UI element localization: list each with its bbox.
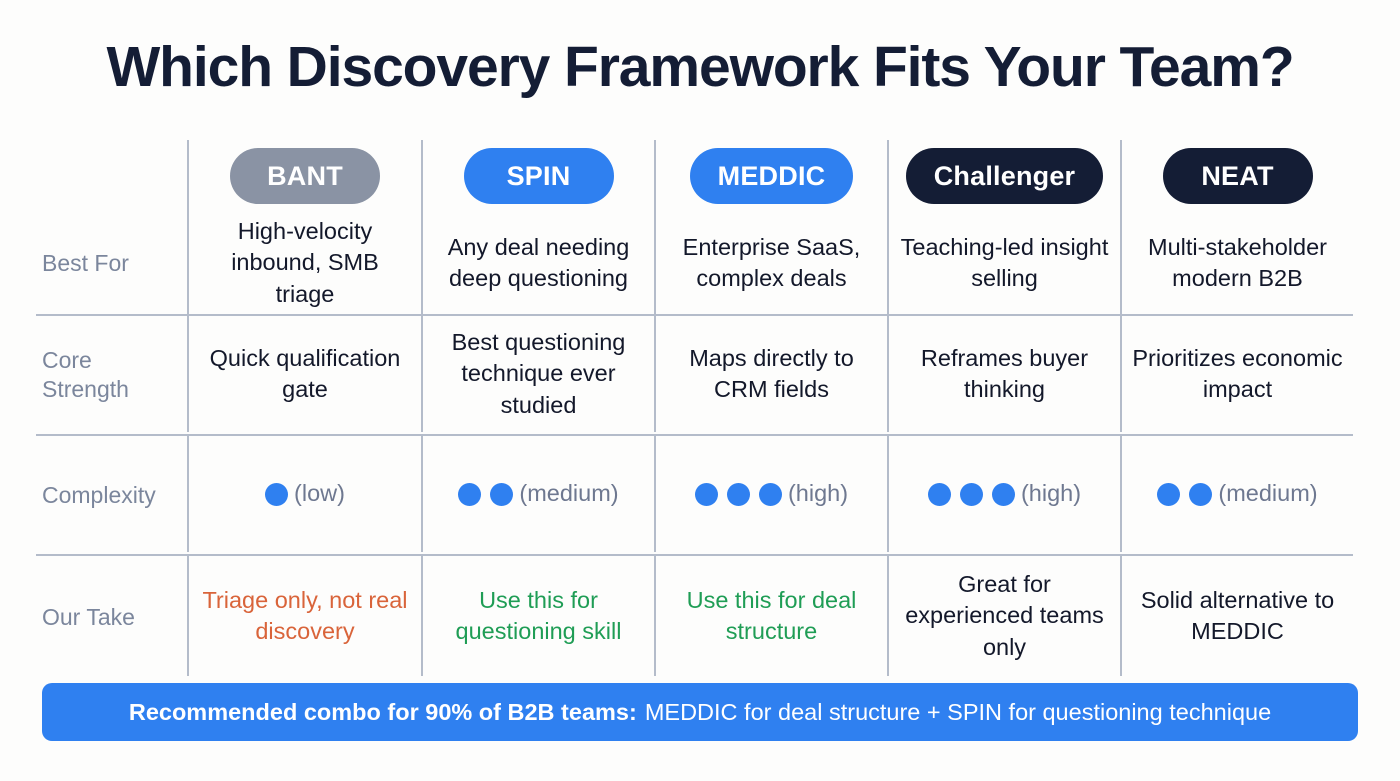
banner-bold-text: Recommended combo for 90% of B2B teams: (128, 698, 637, 725)
complexity-label-challenger: (high) (1020, 480, 1082, 507)
cell-best-for-meddic: Enterprise SaaS, complex deals (654, 212, 887, 314)
header-cell-meddic: MEDDIC (654, 140, 887, 212)
banner-rest-text: MEDDIC for deal structure + SPIN for que… (644, 698, 1272, 725)
complexity-dot (694, 482, 718, 506)
complexity-dot (1157, 482, 1181, 506)
cell-core-strength-bant: Quick qualification gate (187, 314, 421, 432)
complexity-label-bant: (low) (294, 480, 345, 507)
cell-best-for-bant: High-velocity inbound, SMB triage (187, 212, 421, 314)
cell-wrap: Use this for questioning skill (421, 554, 654, 678)
cell-our-take-spin: Use this for questioning skill (421, 554, 654, 676)
row-label-core-strength: Core Strength (42, 347, 129, 402)
complexity-dot (758, 482, 782, 506)
cell-wrap: Multi-stakeholder modern B2B (1120, 212, 1353, 314)
cell-core-strength-challenger: Reframes buyer thinking (887, 314, 1120, 432)
row-label-best-for: Best For (42, 249, 129, 276)
complexity-dot (959, 482, 983, 506)
cell-wrap: Great for experienced teams only (887, 554, 1120, 678)
cell-wrap: (low) (187, 434, 421, 554)
complexity-dot (726, 482, 750, 506)
framework-pill-spin[interactable]: SPIN (463, 148, 614, 204)
cell-best-for-spin: Any deal needing deep questioning (421, 212, 654, 314)
header-cell-spin: SPIN (421, 140, 654, 212)
cell-our-take-challenger: Great for experienced teams only (887, 554, 1120, 676)
cell-our-take-neat: Solid alternative to MEDDIC (1120, 554, 1353, 676)
cell-wrap: Best questioning technique ever studied (421, 314, 654, 434)
cell-wrap: Any deal needing deep questioning (421, 212, 654, 314)
cell-wrap: Reframes buyer thinking (887, 314, 1120, 434)
framework-pill-challenger[interactable]: Challenger (905, 148, 1104, 204)
complexity-dot (1189, 482, 1213, 506)
row-label-core-strength-wrap: Core Strength (36, 314, 187, 434)
header-corner-cell (36, 140, 187, 212)
complexity-dot (458, 482, 482, 506)
cell-wrap: Triage only, not real discovery (187, 554, 421, 678)
complexity-dots-bant (265, 482, 289, 506)
cell-our-take-meddic: Use this for deal structure (654, 554, 887, 676)
complexity-dots-challenger (927, 482, 1015, 506)
complexity-dot (927, 482, 951, 506)
complexity-dots-spin (458, 482, 514, 506)
cell-best-for-challenger: Teaching-led insight selling (887, 212, 1120, 314)
header-cell-bant: BANT (187, 140, 421, 212)
cell-wrap: Use this for deal structure (654, 554, 887, 678)
cell-our-take-bant: Triage only, not real discovery (187, 554, 421, 676)
cell-complexity-spin: (medium) (421, 434, 654, 552)
complexity-label-meddic: (high) (787, 480, 849, 507)
row-label-our-take-wrap: Our Take (36, 554, 187, 678)
cell-wrap: Solid alternative to MEDDIC (1120, 554, 1353, 678)
complexity-dots-meddic (694, 482, 782, 506)
recommendation-banner: Recommended combo for 90% of B2B teams: … (42, 683, 1358, 741)
cell-wrap: Quick qualification gate (187, 314, 421, 434)
row-label-complexity: Complexity (42, 481, 156, 508)
cell-complexity-meddic: (high) (654, 434, 887, 552)
cell-best-for-neat: Multi-stakeholder modern B2B (1120, 212, 1353, 314)
complexity-label-neat: (medium) (1218, 480, 1318, 507)
complexity-label-spin: (medium) (519, 480, 619, 507)
complexity-dot (490, 482, 514, 506)
cell-wrap: High-velocity inbound, SMB triage (187, 212, 421, 314)
cell-wrap: (medium) (421, 434, 654, 554)
cell-core-strength-spin: Best questioning technique ever studied (421, 314, 654, 432)
cell-complexity-neat: (medium) (1120, 434, 1353, 552)
cell-complexity-challenger: (high) (887, 434, 1120, 552)
cell-wrap: Maps directly to CRM fields (654, 314, 887, 434)
cell-core-strength-neat: Prioritizes economic impact (1120, 314, 1353, 432)
row-label-best-for-wrap: Best For (36, 212, 187, 314)
cell-core-strength-meddic: Maps directly to CRM fields (654, 314, 887, 432)
complexity-dot (991, 482, 1015, 506)
header-cell-neat: NEAT (1120, 140, 1353, 212)
cell-complexity-bant: (low) (187, 434, 421, 552)
complexity-dot (265, 482, 289, 506)
row-label-our-take: Our Take (42, 603, 135, 630)
cell-wrap: (medium) (1120, 434, 1353, 554)
cell-wrap: (high) (654, 434, 887, 554)
row-label-complexity-wrap: Complexity (36, 434, 187, 554)
page-title: Which Discovery Framework Fits Your Team… (106, 35, 1294, 99)
cell-wrap: (high) (887, 434, 1120, 554)
cell-wrap: Teaching-led insight selling (887, 212, 1120, 314)
framework-pill-neat[interactable]: NEAT (1162, 148, 1313, 204)
cell-wrap: Prioritizes economic impact (1120, 314, 1353, 434)
header-cell-challenger: Challenger (887, 140, 1120, 212)
comparison-table: BANT SPIN MEDDIC Challenger NEAT Best Fo… (36, 140, 1364, 678)
complexity-dots-neat (1157, 482, 1213, 506)
framework-pill-meddic[interactable]: MEDDIC (689, 148, 854, 204)
framework-pill-bant[interactable]: BANT (230, 148, 380, 204)
cell-wrap: Enterprise SaaS, complex deals (654, 212, 887, 314)
